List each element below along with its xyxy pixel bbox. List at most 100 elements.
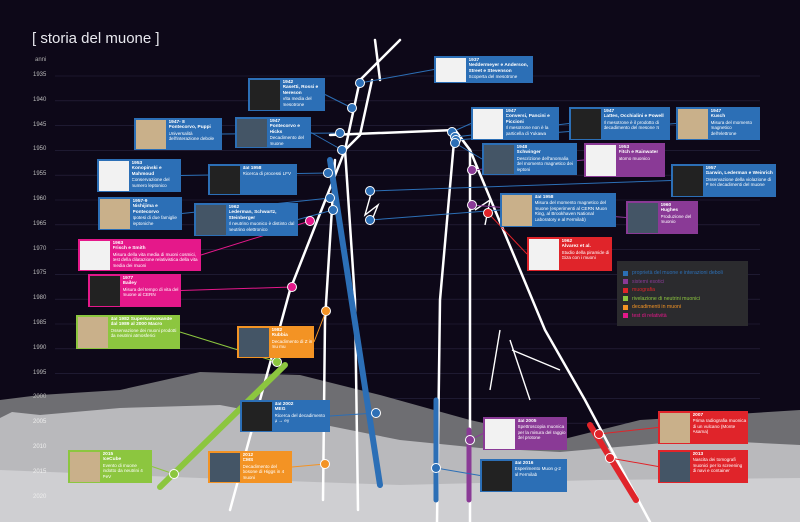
event-year: dal 2016 <box>514 460 534 466</box>
event-desc: Osservazione dei muoni prodotti da neutr… <box>110 327 177 339</box>
event-desc: Misura del tempo di vita del muone al CE… <box>122 286 179 298</box>
legend-item: decadimenti in muoni <box>623 303 742 312</box>
event-text: dal 1982 Superkamiokande dal 1989 al 200… <box>111 317 179 348</box>
year-label: 1940 <box>33 96 47 103</box>
event-year: dal 1958 <box>534 194 554 200</box>
event-photo <box>585 144 616 176</box>
event-node <box>287 282 297 292</box>
event-desc: Vita media del mesotrone <box>282 96 312 107</box>
event-node <box>169 469 179 479</box>
event-photo <box>484 418 515 449</box>
event-node <box>355 78 365 88</box>
event-photo <box>79 240 110 270</box>
event-node <box>328 205 338 215</box>
event-year: 1962 <box>561 238 573 244</box>
event-node <box>605 453 615 463</box>
event-photo <box>659 412 690 443</box>
event-photo <box>481 460 512 491</box>
connector-line <box>454 142 483 160</box>
event-photo <box>209 452 240 482</box>
event-node <box>337 145 347 155</box>
legend-swatch <box>623 270 628 276</box>
event-photo <box>241 401 272 431</box>
event-authors: Lederman, Schwartz, Steinberger <box>228 210 277 221</box>
event-authors: Rubbia <box>271 333 288 339</box>
event-photo <box>501 194 532 226</box>
event-node <box>323 168 333 178</box>
connector-line <box>324 94 353 109</box>
legend-label: sistemi esotici <box>632 278 665 285</box>
event-year: 1977 <box>122 275 134 281</box>
legend-item: rivelazione di neutrini muonici <box>623 295 742 304</box>
connector-line <box>435 467 481 476</box>
event-year: 1960 <box>660 202 672 208</box>
legend-swatch <box>623 296 628 302</box>
event-authors: Nishijima e Pontecorvo <box>132 204 159 215</box>
page-title: [ storia del muone ] <box>32 30 160 47</box>
legend-label: muografia <box>632 287 656 294</box>
event-desc: Nascita dei tomografi muonici per lo scr… <box>692 457 743 474</box>
event-node <box>335 128 345 138</box>
event-photo <box>570 108 601 139</box>
event-year: 1947 <box>710 108 722 114</box>
event-photo <box>236 118 267 147</box>
event-desc: Spettroscopia muonica per la misura del … <box>517 424 566 441</box>
event-authors: IceCube <box>102 457 122 463</box>
event-card: dal 1982 Superkamiokande dal 1989 al 200… <box>76 315 180 349</box>
event-authors: Fitch e Rainwater <box>618 150 659 156</box>
event-year: 1947 <box>603 108 615 114</box>
green-branch <box>157 362 288 490</box>
event-photo <box>89 275 120 306</box>
year-label: 1975 <box>33 270 47 277</box>
connector-line <box>313 310 327 343</box>
year-label: 1990 <box>33 344 47 351</box>
year-label: 2020 <box>33 493 47 500</box>
year-label: 1965 <box>33 220 47 227</box>
event-node <box>272 357 282 367</box>
event-year: 1947 <box>269 118 281 124</box>
event-photo <box>195 204 226 235</box>
event-desc: Produzione del muonio <box>660 213 692 225</box>
connector-line <box>359 69 435 84</box>
event-photo <box>627 202 658 233</box>
event-desc: Studio della piramide di Giza con i muon… <box>561 249 610 261</box>
year-label: 1950 <box>33 146 47 153</box>
event-photo <box>69 451 100 482</box>
event-year: 1963 <box>112 240 124 246</box>
event-photo <box>483 144 514 174</box>
legend-label: test di relatività <box>632 312 667 319</box>
connector-line <box>310 132 343 151</box>
event-photo <box>672 165 703 196</box>
connector-line <box>180 286 293 291</box>
event-desc: Universalità dell'interazione debole <box>168 130 215 142</box>
event-photo <box>238 327 269 357</box>
event-node <box>365 215 375 225</box>
event-desc: Decadimento di Z in mu mu <box>271 338 313 350</box>
event-authors: MEG <box>274 407 286 413</box>
event-desc: Misura della vita media di muoni cosmici… <box>112 251 198 268</box>
legend-item: muografia <box>623 286 742 295</box>
event-photo <box>249 79 280 110</box>
legend-swatch <box>623 279 628 285</box>
event-desc: Decadimento del bosone di Higgs in 4 muo… <box>242 463 285 480</box>
event-year: 2007 <box>692 412 704 418</box>
